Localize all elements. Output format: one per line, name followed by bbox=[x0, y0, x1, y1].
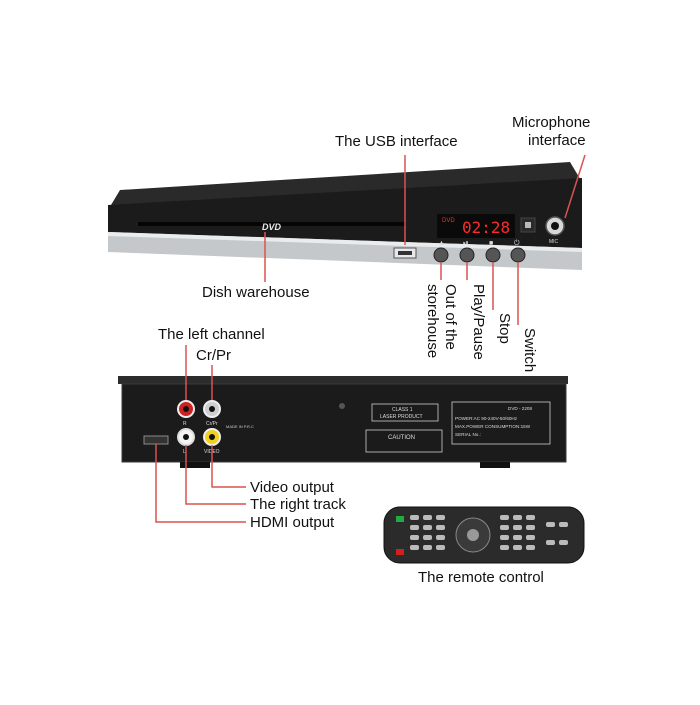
class-line1: CLASS 1 bbox=[392, 407, 413, 413]
front-callout-lines bbox=[264, 154, 586, 325]
mic-callout-line2: interface bbox=[528, 132, 586, 149]
stop-callout: Stop bbox=[496, 313, 513, 344]
eject-button[interactable] bbox=[433, 247, 449, 263]
jack-label-l: L bbox=[183, 449, 186, 455]
crpr-callout: Cr/Pr bbox=[196, 347, 231, 364]
dish-callout: Dish warehouse bbox=[202, 284, 310, 301]
display-mode: DVD bbox=[442, 218, 455, 224]
remote-control bbox=[383, 506, 585, 564]
hdmi-output-callout: HDMI output bbox=[250, 514, 335, 531]
jack-label-crpr: Cr/Pr bbox=[206, 421, 218, 427]
back-callout-lines bbox=[155, 345, 246, 523]
stop-icon: ■ bbox=[489, 240, 493, 247]
power-icon: ⏻ bbox=[514, 239, 520, 247]
spec-label bbox=[451, 401, 551, 445]
caution-text: CAUTION bbox=[388, 435, 415, 441]
dvd-logo: DVD bbox=[262, 222, 282, 232]
spec-model: DVD - 2208 bbox=[508, 406, 532, 411]
left-channel-callout: The left channel bbox=[158, 326, 265, 343]
video-output-callout: Video output bbox=[250, 479, 335, 496]
caution-label bbox=[365, 429, 443, 453]
remote-green-button[interactable] bbox=[396, 516, 404, 522]
spec-consumption: MAX.POWER CONSUMPTION:15W bbox=[455, 424, 531, 429]
usb-callout: The USB interface bbox=[335, 133, 458, 150]
stop-button[interactable] bbox=[485, 247, 501, 263]
power-button[interactable] bbox=[510, 247, 526, 263]
jack-label-r: R bbox=[183, 421, 187, 427]
spec-power: POWER:AC 90-240V-50/60Hz bbox=[455, 416, 518, 421]
play-callout: Play/Pause bbox=[470, 284, 487, 360]
out-callout-line2: storehouse bbox=[424, 284, 441, 358]
dvd-player-front: DVD DVD 02:28 MIC ▲ ⏯ ■ ⏻ bbox=[108, 162, 582, 270]
mic-label: MIC bbox=[549, 239, 559, 245]
remote-ok-button[interactable] bbox=[467, 529, 479, 541]
laser-class-label bbox=[371, 403, 439, 422]
led-display bbox=[437, 214, 515, 238]
right-track-callout: The right track bbox=[250, 496, 346, 513]
made-in-label: MADE IN P.R.C bbox=[226, 424, 254, 429]
mic-callout-line1: Microphone bbox=[512, 114, 590, 131]
out-callout-line1: Out of the bbox=[442, 284, 459, 350]
display-time: 02:28 bbox=[462, 218, 510, 237]
eject-icon: ▲ bbox=[438, 240, 445, 247]
remote-buttons[interactable] bbox=[410, 515, 568, 550]
screw bbox=[339, 403, 345, 409]
player-top-surface bbox=[108, 162, 582, 210]
hdmi-port[interactable] bbox=[143, 435, 169, 445]
remote-callout: The remote control bbox=[418, 569, 544, 586]
disc-slot bbox=[138, 222, 406, 226]
play-pause-button[interactable] bbox=[459, 247, 475, 263]
dvd-player-back: R Cr/Pr L VIDEO MADE IN P.R.C CLASS 1 LA… bbox=[118, 376, 568, 468]
play-pause-icon: ⏯ bbox=[463, 240, 469, 247]
remote-red-button[interactable] bbox=[396, 549, 404, 555]
switch-callout: Switch bbox=[521, 328, 538, 372]
spec-serial: SERIAL No.: bbox=[455, 432, 481, 437]
class-line2: LASER PRODUCT bbox=[380, 414, 423, 420]
